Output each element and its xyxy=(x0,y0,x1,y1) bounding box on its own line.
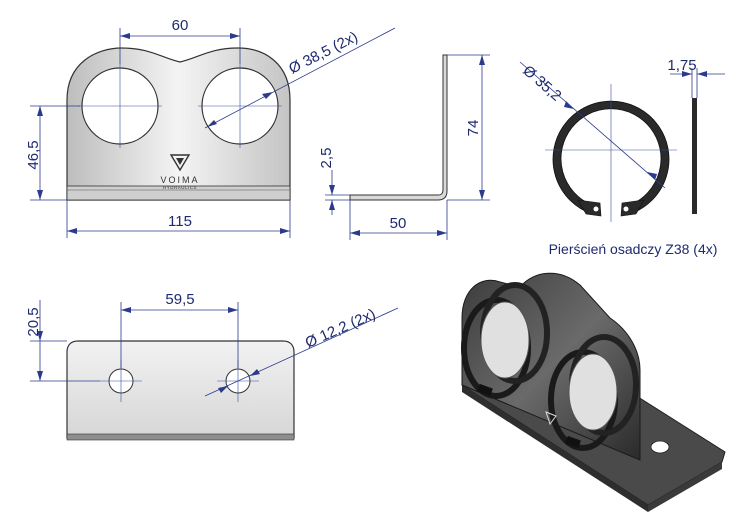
base-view: 59,5 Ø 12,2 (2x) 20,5 xyxy=(25,291,399,441)
side-profile xyxy=(349,54,448,201)
isometric-view xyxy=(461,272,726,512)
front-view: VOIMA HYDRAULICS 60 Ø 38,5 (2x) 46,5 115 xyxy=(25,17,396,238)
dim-thickness: 2,5 xyxy=(318,148,335,169)
base-plate-edge xyxy=(66,433,295,441)
dim-base-hole-offset: 20,5 xyxy=(25,307,42,336)
ring-edge-view xyxy=(692,98,697,214)
logo-name: VOIMA xyxy=(160,175,199,185)
dim-side-height: 74 xyxy=(465,120,482,137)
dim-base-hole-spacing: 59,5 xyxy=(165,291,194,308)
dim-height: 46,5 xyxy=(25,140,42,169)
dim-hole-spacing: 60 xyxy=(172,17,189,34)
voima-logo: VOIMA HYDRAULICS xyxy=(160,154,199,190)
dim-base-hole-diameter: Ø 12,2 (2x) xyxy=(303,306,378,352)
dim-ring-diameter: Ø 35,2 xyxy=(519,62,564,104)
dim-width: 115 xyxy=(168,213,192,230)
base-plate xyxy=(66,340,295,439)
side-view: 2,5 74 50 xyxy=(318,54,490,240)
dim-base-length: 50 xyxy=(390,215,407,232)
ring-view: Ø 35,2 1,75 Pierścień osadczy Z38 (4x) xyxy=(519,57,725,257)
logo-sub: HYDRAULICS xyxy=(163,185,197,190)
dim-ring-thickness: 1,75 xyxy=(667,57,696,74)
front-plate-bend xyxy=(66,185,291,201)
ring-caption: Pierścień osadczy Z38 (4x) xyxy=(549,241,718,257)
dim-hole-diameter: Ø 38,5 (2x) xyxy=(286,28,361,77)
